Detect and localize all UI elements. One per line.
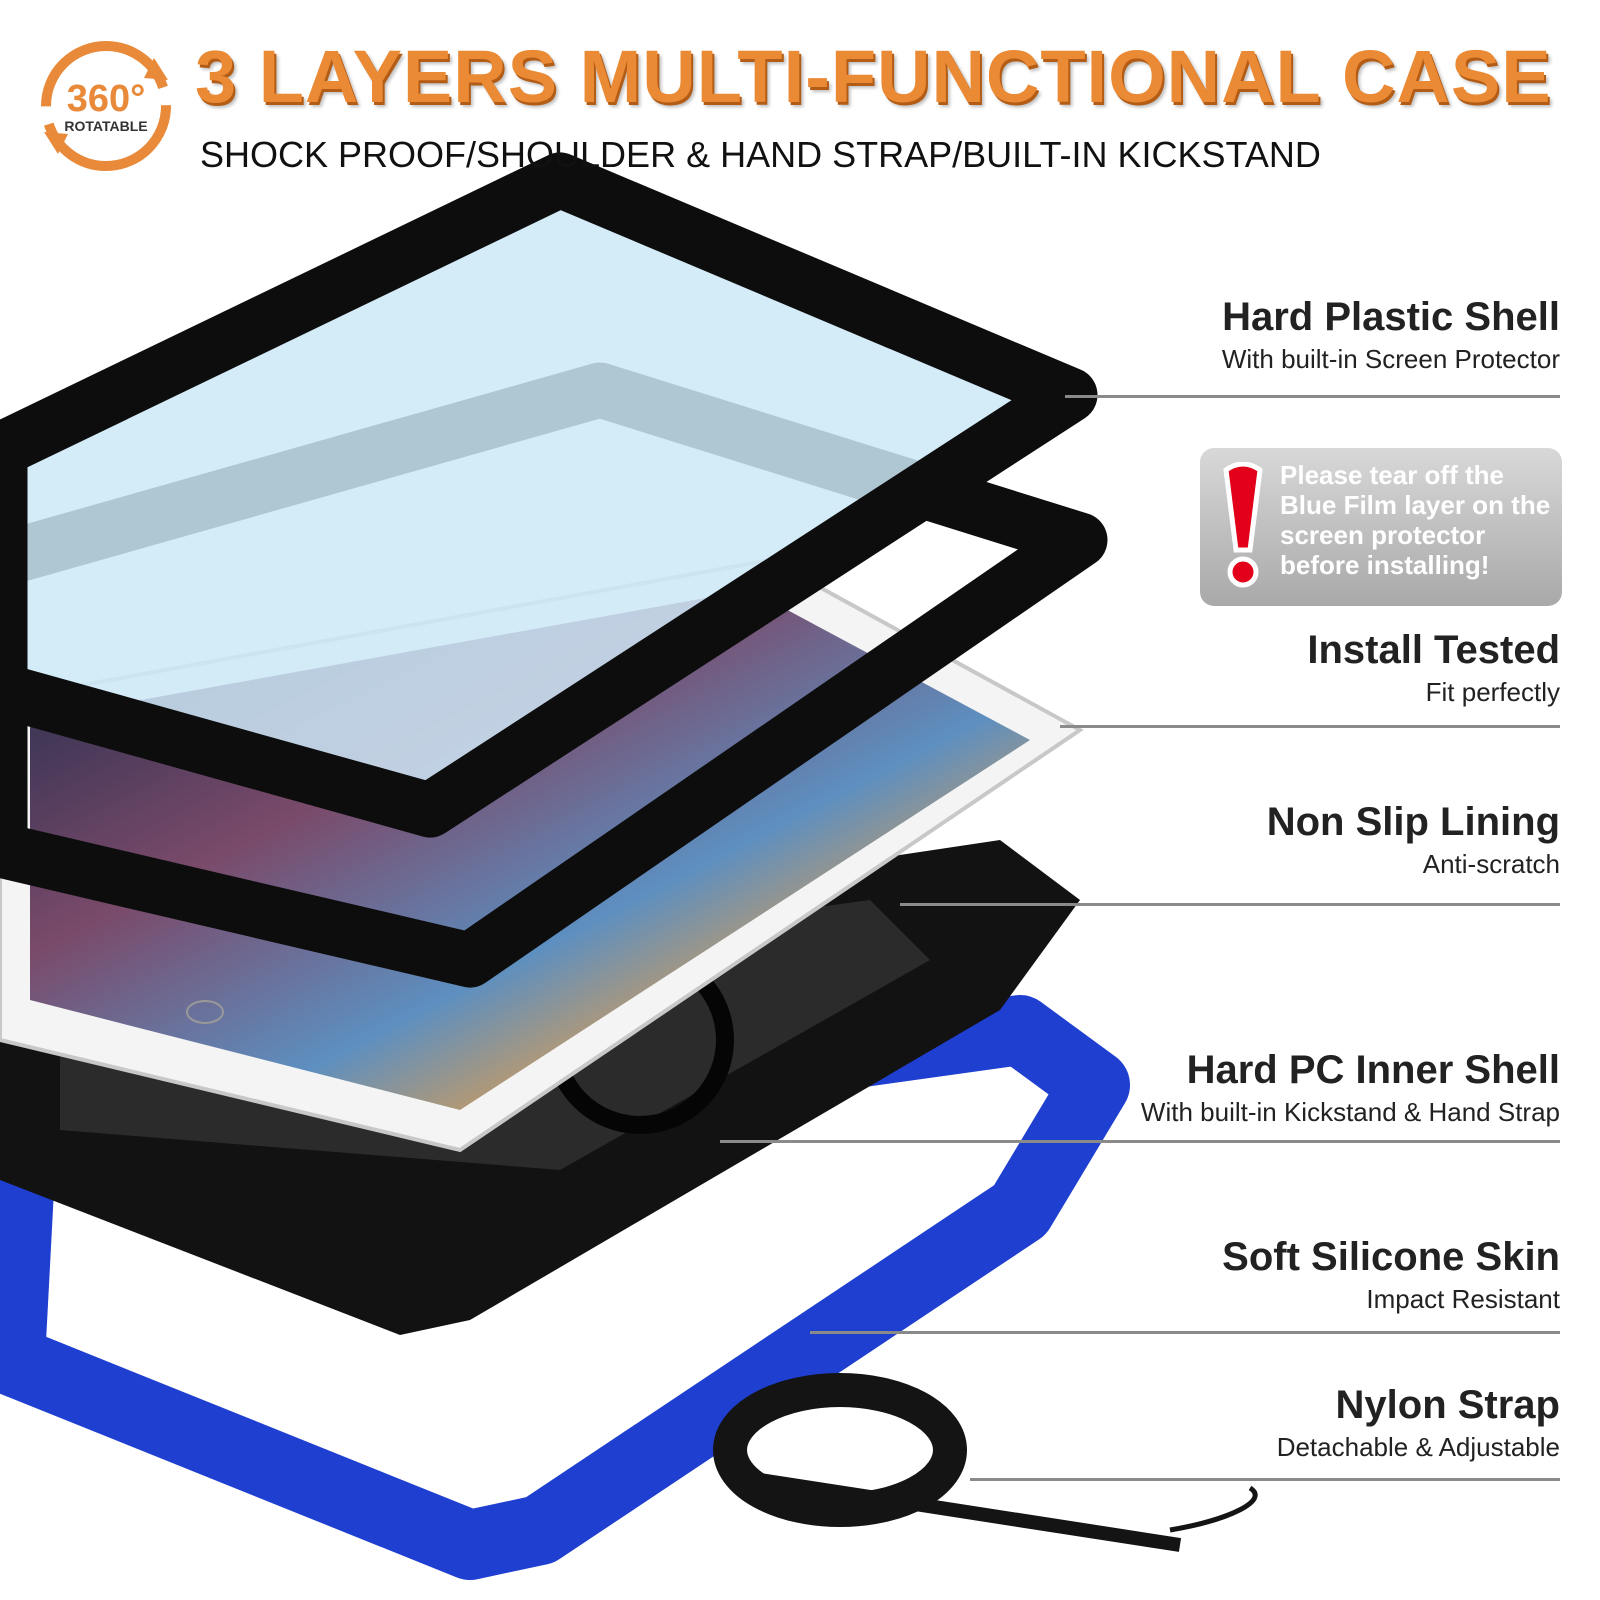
feature-install-tested: Install Tested Fit perfectly xyxy=(1307,628,1560,708)
feature-subtext: Detachable & Adjustable xyxy=(1276,1432,1560,1462)
divider xyxy=(1065,395,1560,398)
divider xyxy=(720,1140,1560,1143)
feature-heading: Non Slip Lining xyxy=(1266,800,1560,844)
divider xyxy=(810,1331,1560,1334)
feature-hard-pc-inner-shell: Hard PC Inner Shell With built-in Kickst… xyxy=(1141,1048,1560,1128)
feature-heading: Soft Silicone Skin xyxy=(1222,1235,1560,1279)
feature-hard-plastic-shell: Hard Plastic Shell With built-in Screen … xyxy=(1222,295,1560,375)
feature-subtext: Anti-scratch xyxy=(1422,849,1560,879)
hard-plastic-shell xyxy=(0,152,1098,838)
feature-subtext: Fit perfectly xyxy=(1425,677,1560,707)
feature-heading: Install Tested xyxy=(1307,628,1560,672)
feature-soft-silicone-skin: Soft Silicone Skin Impact Resistant xyxy=(1222,1235,1560,1315)
silicone-skin xyxy=(0,995,1130,1580)
feature-subtext: With built-in Screen Protector xyxy=(1221,344,1560,374)
exclamation-icon xyxy=(1223,462,1263,588)
feature-heading: Nylon Strap xyxy=(1335,1383,1560,1427)
page-title: 3 LAYERS MULTI-FUNCTIONAL CASE xyxy=(195,35,1552,118)
feature-heading: Hard PC Inner Shell xyxy=(1186,1048,1560,1092)
badge-degrees: 360° xyxy=(66,78,146,120)
nylon-strap xyxy=(713,1373,1258,1552)
feature-subtext: Impact Resistant xyxy=(1366,1284,1560,1314)
feature-non-slip-lining: Non Slip Lining Anti-scratch xyxy=(1267,800,1560,880)
divider xyxy=(900,903,1560,906)
warning-box: Please tear off the Blue Film layer on t… xyxy=(1200,448,1562,606)
feature-heading: Hard Plastic Shell xyxy=(1222,295,1560,339)
feature-nylon-strap: Nylon Strap Detachable & Adjustable xyxy=(1277,1383,1560,1463)
badge-label: ROTATABLE xyxy=(64,118,148,134)
divider xyxy=(970,1478,1560,1481)
rotate-arrows-icon xyxy=(41,41,171,171)
feature-subtext: With built-in Kickstand & Hand Strap xyxy=(1140,1097,1560,1127)
warning-text: Please tear off the Blue Film layer on t… xyxy=(1280,460,1551,580)
page-subtitle: SHOCK PROOF/SHOULDER & HAND STRAP/BUILT-… xyxy=(200,134,1321,175)
rotatable-badge: 360° ROTATABLE xyxy=(36,36,176,176)
divider xyxy=(1060,725,1560,728)
